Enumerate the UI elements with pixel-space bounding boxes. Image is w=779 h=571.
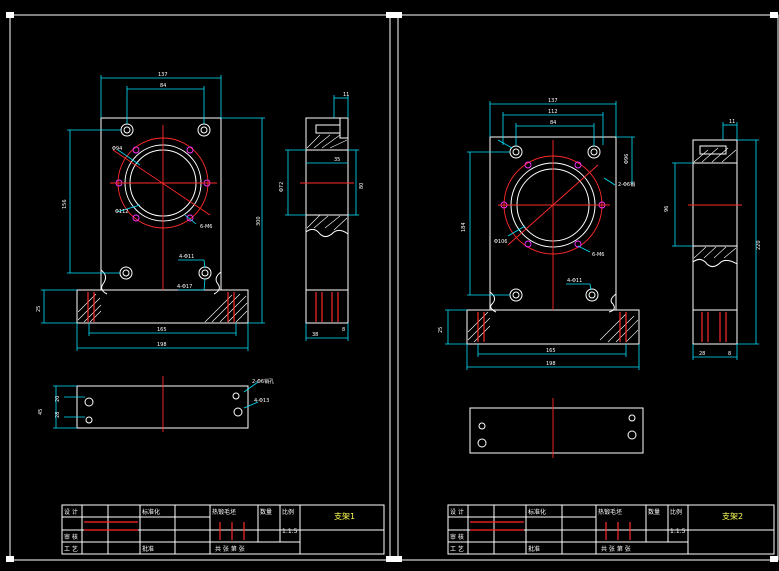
s2-dim-r1: Φ96 bbox=[624, 154, 630, 164]
tb2-standard: 标准化 bbox=[528, 508, 546, 516]
tb2-material: 热锻毛坯 bbox=[598, 508, 622, 516]
side-dim-right: 80 bbox=[359, 183, 365, 189]
front-plate-outline bbox=[100, 117, 222, 290]
s2-front-outline bbox=[489, 136, 617, 310]
corner-marks bbox=[6, 12, 778, 562]
sheet-borders bbox=[6, 12, 779, 562]
sheet1-front-view: 137 84 156 300 25 165 198 Φ94 Φ112 6-M6 … bbox=[36, 72, 265, 351]
s2-dim-height-overall: 184 bbox=[461, 222, 467, 232]
tb2-qty: 数量 bbox=[648, 508, 660, 516]
bottom-note-b: 4-Φ13 bbox=[254, 398, 269, 404]
hole-top-left bbox=[120, 123, 134, 137]
front-base-hatch-right bbox=[204, 293, 248, 323]
s2-dim-width-overall: 137 bbox=[548, 98, 558, 104]
side-dim-bore: Φ72 bbox=[279, 182, 285, 192]
tb1-scale-label: 比例 bbox=[282, 508, 294, 516]
side-dim-top: 11 bbox=[343, 92, 349, 98]
callout-bore: Φ94 bbox=[112, 146, 122, 152]
tb1-title: 支架1 bbox=[334, 511, 355, 521]
s2-side-outline bbox=[692, 139, 738, 345]
tb2-design: 设 计 bbox=[450, 508, 464, 516]
callout-tap: 6-M6 bbox=[200, 224, 212, 230]
sheet2-title-block: 设 计 标准化 审 核 工 艺 批准 热锻毛坯 数量 比例 1:1.5 共 张 … bbox=[447, 504, 775, 555]
sheet2-side-view: 11 96 220 28 8 bbox=[664, 119, 762, 360]
s2-dim-holes-spacing: 84 bbox=[550, 120, 556, 126]
sheet1-bottom-view: 20 28 45 2-Φ6销孔 4-Φ13 bbox=[38, 376, 274, 432]
sheet2-bottom-view bbox=[469, 398, 644, 458]
hole-bottom-right bbox=[198, 266, 212, 280]
callout-pcd: Φ112 bbox=[115, 209, 128, 215]
s2-callout-tap: 6-M6 bbox=[592, 252, 604, 258]
side-dim-bottom-left: 38 bbox=[312, 332, 318, 338]
tb2-process: 工 艺 bbox=[450, 545, 464, 553]
side-dim-bottom-right: 8 bbox=[342, 327, 345, 333]
s2-callout-hole: 4-Φ11 bbox=[567, 278, 582, 284]
front-dims bbox=[41, 75, 265, 351]
s2-side-dim-bl: 28 bbox=[699, 351, 705, 357]
front-base-bolts bbox=[87, 292, 235, 322]
sheet2-border bbox=[397, 14, 779, 561]
bottom-outline bbox=[76, 385, 249, 429]
bottom-dim-a: 20 bbox=[55, 396, 61, 402]
front-base bbox=[76, 289, 249, 324]
sheet1-side-view: 11 Φ72 35 80 38 8 bbox=[279, 92, 365, 341]
side-dim-depth: 35 bbox=[334, 157, 340, 163]
side-outline bbox=[305, 117, 349, 324]
s2-side-dim-top: 11 bbox=[729, 119, 735, 125]
tb1-material: 热锻毛坯 bbox=[212, 508, 236, 516]
tb1-approve: 批准 bbox=[142, 545, 154, 553]
sheet1-title-block: 设 计 标准化 审 核 工 艺 批准 热锻毛坯 数量 比例 1:1.5 共 张 … bbox=[61, 504, 385, 555]
hole-bottom-left bbox=[119, 266, 133, 280]
tb1-process: 工 艺 bbox=[64, 545, 78, 553]
tb1-standard: 标准化 bbox=[142, 508, 160, 516]
s2-side-dim-br: 8 bbox=[728, 351, 731, 357]
callout-hole-a: 4-Φ11 bbox=[179, 254, 194, 260]
s2-callout-bore: Φ106 bbox=[494, 239, 507, 245]
bottom-note-a: 2-Φ6销孔 bbox=[252, 378, 274, 385]
tb2-review: 审 核 bbox=[450, 533, 464, 541]
tb1-sheets: 共 张 第 张 bbox=[215, 545, 245, 553]
s2-dim-base-inner: 165 bbox=[546, 348, 556, 354]
callout-hole-b: 4-Φ17 bbox=[177, 284, 192, 290]
dim-base-inner: 165 bbox=[157, 327, 167, 333]
bottom-dim-c: 45 bbox=[38, 409, 44, 415]
sheet2-front-view: 137 112 84 184 25 165 198 Φ96 2-Φ6销 Φ106… bbox=[438, 98, 640, 370]
hole-top-right bbox=[197, 123, 211, 137]
tb2-scale: 1:1.5 bbox=[670, 528, 686, 535]
dim-left-height: 156 bbox=[62, 199, 68, 209]
s2-side-dim-total: 220 bbox=[756, 240, 762, 250]
dim-holes-spacing: 84 bbox=[160, 83, 166, 89]
s2-dim-w2: 112 bbox=[548, 109, 558, 115]
tb2-scale-label: 比例 bbox=[670, 508, 682, 516]
s2-dim-base-height: 25 bbox=[438, 327, 444, 333]
dim-width-overall: 137 bbox=[158, 72, 168, 78]
tb1-design: 设 计 bbox=[64, 508, 78, 516]
tb1-review: 审 核 bbox=[64, 533, 78, 541]
s2-dim-base-overall: 198 bbox=[546, 361, 556, 367]
tb2-sheets: 共 张 第 张 bbox=[601, 545, 631, 553]
dim-base-overall: 198 bbox=[157, 342, 167, 348]
s2-side-dim-bore: 96 bbox=[664, 206, 670, 212]
front-base-hatch-left bbox=[77, 293, 102, 323]
tb1-scale: 1:1.5 bbox=[282, 528, 298, 535]
tb2-title: 支架2 bbox=[722, 511, 743, 521]
tb1-qty: 数量 bbox=[260, 508, 272, 516]
tb2-approve: 批准 bbox=[528, 545, 540, 553]
sheet1-border bbox=[9, 14, 391, 561]
dim-height-overall: 300 bbox=[256, 216, 262, 226]
dim-base-height: 25 bbox=[36, 306, 42, 312]
bottom-dim-b: 28 bbox=[55, 412, 61, 418]
s2-dim-r2: 2-Φ6销 bbox=[618, 181, 635, 188]
